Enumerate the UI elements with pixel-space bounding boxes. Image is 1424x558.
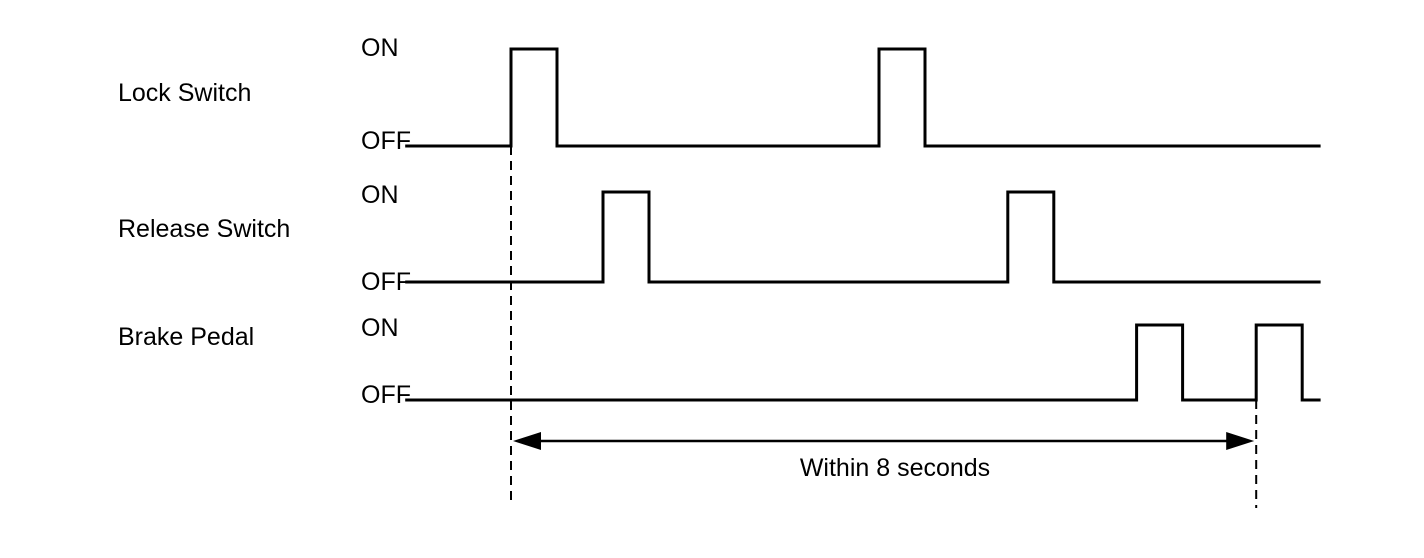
interval-arrow — [513, 432, 1255, 450]
waveform-release-switch — [405, 190, 1321, 284]
waveform-brake-pedal — [405, 323, 1321, 402]
on-label-brake-pedal: ON — [361, 314, 399, 342]
waveform-lock-switch — [405, 47, 1321, 148]
on-label-lock-switch: ON — [361, 34, 399, 62]
on-label-release-switch: ON — [361, 181, 399, 209]
arrow-left-head — [513, 432, 541, 450]
signal-brake-pedal: Brake Pedal ON OFF — [118, 314, 1321, 409]
off-label-lock-switch: OFF — [361, 127, 411, 155]
off-label-release-switch: OFF — [361, 268, 411, 296]
arrow-right-head — [1226, 432, 1255, 450]
signal-name-brake-pedal: Brake Pedal — [118, 323, 254, 351]
interval-label: Within 8 seconds — [800, 454, 990, 482]
off-label-brake-pedal: OFF — [361, 381, 411, 409]
signal-release-switch: Release Switch ON OFF — [118, 181, 1321, 296]
signal-name-release-switch: Release Switch — [118, 215, 290, 243]
signal-name-lock-switch: Lock Switch — [118, 79, 251, 107]
signal-lock-switch: Lock Switch ON OFF — [118, 34, 1321, 155]
